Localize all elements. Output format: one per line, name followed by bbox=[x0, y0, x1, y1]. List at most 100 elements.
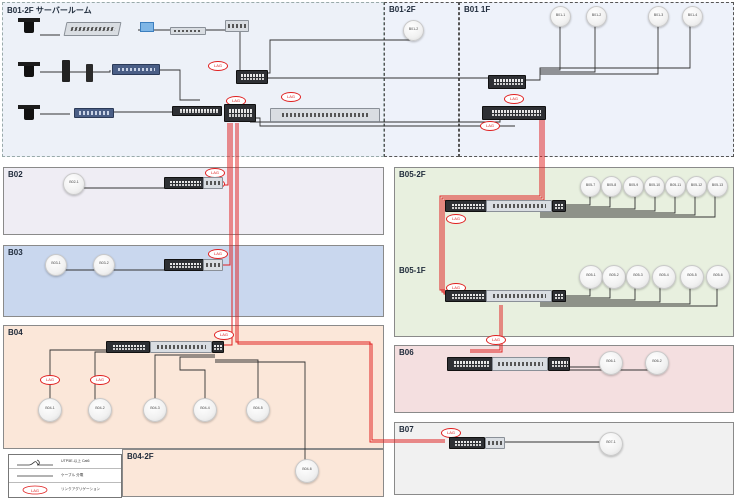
lag-marker: LAG bbox=[31, 488, 39, 493]
zone-title: B05-2F bbox=[399, 170, 426, 179]
switch-icon bbox=[488, 75, 526, 89]
zone-title: B06 bbox=[399, 348, 414, 357]
switch-icon bbox=[552, 290, 566, 302]
zone-b06: B06 bbox=[394, 345, 734, 413]
switch-icon bbox=[445, 200, 487, 212]
switch-module-icon bbox=[203, 259, 223, 271]
zone-title: B01 1F bbox=[464, 5, 491, 14]
lag-icon: LAG bbox=[22, 485, 48, 495]
lag-marker: LAG bbox=[281, 92, 301, 102]
legend-label: ケーブル 分電 bbox=[61, 473, 84, 477]
legend-row: UTP5E-以上 Cat6 bbox=[9, 455, 121, 469]
switch-module-icon bbox=[150, 341, 212, 353]
zone-title: B05-1F bbox=[399, 266, 426, 275]
switch-icon bbox=[164, 177, 204, 189]
core-switch-icon bbox=[224, 104, 256, 122]
access-point-icon: B03-2 bbox=[93, 254, 115, 276]
legend-label: UTP5E-以上 Cat6 bbox=[61, 459, 90, 463]
access-point-icon: B04-6 bbox=[295, 459, 319, 483]
access-point-icon: B06-2 bbox=[645, 351, 669, 375]
lag-marker: LAG bbox=[504, 94, 524, 104]
switch-icon bbox=[112, 64, 160, 75]
lag-marker: LAG bbox=[446, 214, 466, 224]
access-point-icon: B05-13 bbox=[707, 176, 728, 197]
access-point-icon: B05-5 bbox=[680, 265, 704, 289]
zone-title: B04-2F bbox=[127, 452, 154, 461]
access-point-icon: B06-1 bbox=[599, 351, 623, 375]
server-icon bbox=[62, 60, 70, 82]
access-point-icon: B05-6 bbox=[706, 265, 730, 289]
switch-icon bbox=[445, 290, 487, 302]
switch-icon bbox=[106, 341, 150, 353]
access-point-icon: B01-1 bbox=[550, 6, 571, 27]
lag-marker: LAG bbox=[214, 330, 234, 340]
onu-router-icon bbox=[18, 105, 40, 120]
access-point-icon: B04-3 bbox=[143, 398, 167, 422]
onu-router-icon bbox=[18, 62, 40, 77]
utp-cable-icon bbox=[17, 459, 53, 466]
switch-icon bbox=[552, 200, 566, 212]
access-point-icon: B01-2 bbox=[586, 6, 607, 27]
switch-icon bbox=[74, 108, 114, 118]
lag-marker: LAG bbox=[208, 249, 228, 259]
zone-title: B03 bbox=[8, 248, 23, 257]
lag-marker: LAG bbox=[40, 375, 60, 385]
access-point-icon: B05-7 bbox=[580, 176, 601, 197]
switch-icon bbox=[449, 437, 485, 449]
switch-icon bbox=[548, 357, 570, 371]
zone-title: B04 bbox=[8, 328, 23, 337]
server-icon bbox=[86, 64, 93, 82]
switch-icon bbox=[225, 20, 249, 32]
onu-router-icon bbox=[18, 18, 40, 33]
access-point-icon: B02-1 bbox=[63, 173, 85, 195]
access-point-icon: B05-12 bbox=[686, 176, 707, 197]
core-switch-icon bbox=[236, 70, 268, 84]
switch-module-icon bbox=[486, 200, 552, 212]
access-point-icon: B04-1 bbox=[38, 398, 62, 422]
access-point-icon: B04-4 bbox=[193, 398, 217, 422]
access-point-icon: B04-5 bbox=[246, 398, 270, 422]
zone-title: B07 bbox=[399, 425, 414, 434]
legend: UTP5E-以上 Cat6 ケーブル 分電 LAG リンクアグリゲーション bbox=[8, 454, 122, 498]
lag-marker: LAG bbox=[90, 375, 110, 385]
cable-icon bbox=[17, 475, 53, 477]
switch-icon bbox=[164, 259, 204, 271]
switch-icon bbox=[447, 357, 493, 371]
access-point-icon: B05-3 bbox=[626, 265, 650, 289]
lag-marker: LAG bbox=[208, 61, 228, 71]
switch-module-icon bbox=[486, 290, 552, 302]
switch-icon bbox=[212, 341, 224, 353]
lag-marker: LAG bbox=[480, 121, 500, 131]
access-point-icon: B01-4 bbox=[682, 6, 703, 27]
access-point-icon: B03-1 bbox=[45, 254, 67, 276]
access-point-icon: B05-10 bbox=[644, 176, 665, 197]
switch-module-icon bbox=[203, 177, 223, 189]
switch-module-icon bbox=[485, 437, 505, 449]
patch-panel-icon bbox=[170, 27, 206, 35]
switch-module-icon bbox=[492, 357, 548, 371]
legend-row: ケーブル 分電 bbox=[9, 469, 121, 483]
media-converter-icon bbox=[140, 22, 154, 32]
access-point-icon: B07-1 bbox=[599, 432, 623, 456]
legend-label: リンクアグリゲーション bbox=[61, 487, 101, 491]
zone-title: B02 bbox=[8, 170, 23, 179]
zone-b03: B03 bbox=[3, 245, 384, 317]
zone-b07: B07 bbox=[394, 422, 734, 495]
access-point-icon: B04-2 bbox=[88, 398, 112, 422]
lag-marker: LAG bbox=[486, 335, 506, 345]
access-point-icon: B05-2 bbox=[602, 265, 626, 289]
access-point-icon: B05-4 bbox=[652, 265, 676, 289]
access-point-icon: B05-1 bbox=[579, 265, 603, 289]
switch-icon bbox=[482, 106, 546, 120]
distribution-switch-icon bbox=[270, 108, 380, 122]
access-point-icon: B05-8 bbox=[601, 176, 622, 197]
core-switch-icon bbox=[172, 106, 222, 116]
access-point-icon: B01-2 bbox=[403, 20, 424, 41]
access-point-icon: B05-11 bbox=[665, 176, 686, 197]
zone-title: B01-2F サーバールーム bbox=[7, 6, 92, 15]
zone-b04-2f: B04-2F bbox=[122, 449, 384, 497]
access-point-icon: B01-3 bbox=[648, 6, 669, 27]
legend-row: LAG リンクアグリゲーション bbox=[9, 483, 121, 497]
router-icon bbox=[63, 22, 122, 36]
